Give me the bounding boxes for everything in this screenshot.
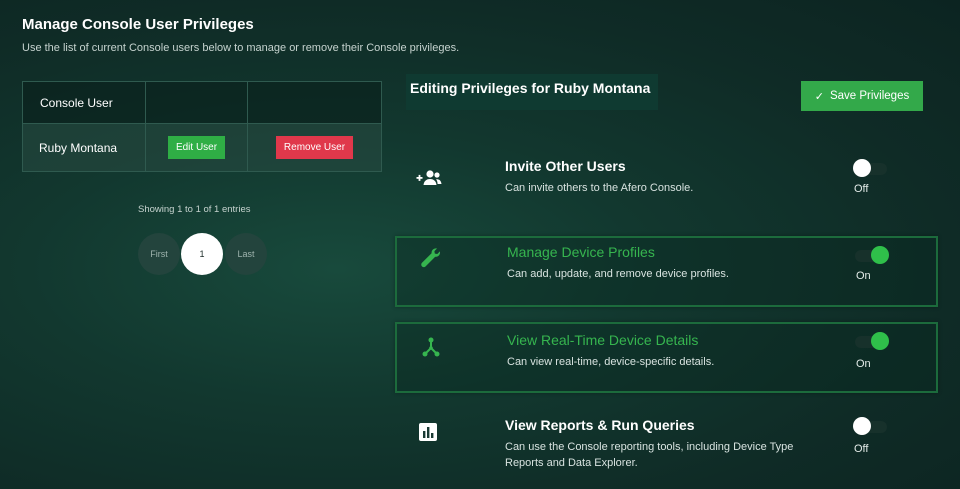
column-header-blank <box>247 81 382 124</box>
privilege-description: Can view real-time, device-specific deta… <box>507 356 715 368</box>
edit-cell: Edit User <box>145 123 248 172</box>
report-chart-icon <box>415 421 443 445</box>
privilege-title: Manage Device Profiles <box>507 244 655 260</box>
page-subtitle: Use the list of current Console users be… <box>22 42 460 54</box>
editing-heading: Editing Privileges for Ruby Montana <box>406 74 659 110</box>
pagination-info: Showing 1 to 1 of 1 entries <box>138 204 251 215</box>
toggle-knob <box>871 246 889 264</box>
toggle-state-label: On <box>856 358 871 370</box>
privilege-title: View Real-Time Device Details <box>507 332 699 348</box>
remove-user-button[interactable]: Remove User <box>275 136 354 159</box>
privilege-title: Invite Other Users <box>505 158 626 174</box>
toggle-knob <box>853 159 871 177</box>
save-privileges-button[interactable]: ✓ Save Privileges <box>801 81 923 111</box>
toggle-state-label: Off <box>854 183 869 195</box>
invite-users-icon <box>415 166 443 190</box>
toggle-knob <box>871 332 889 350</box>
pagination-first-button[interactable]: First <box>138 233 180 275</box>
privilege-manage-device-profiles: Manage Device Profiles Can add, update, … <box>395 236 938 307</box>
privilege-toggle[interactable] <box>853 417 887 437</box>
toggle-knob <box>853 417 871 435</box>
privilege-toggle[interactable] <box>855 332 889 352</box>
user-name-cell: Ruby Montana <box>22 123 146 172</box>
save-privileges-label: Save Privileges <box>829 90 910 102</box>
table-row[interactable]: Ruby Montana Edit User Remove User <box>22 123 382 172</box>
privilege-title: View Reports & Run Queries <box>505 417 695 433</box>
page-title: Manage Console User Privileges <box>22 16 254 33</box>
pagination-last-button[interactable]: Last <box>225 233 267 275</box>
privilege-view-realtime-details: View Real-Time Device Details Can view r… <box>395 322 938 393</box>
toggle-state-label: Off <box>854 443 869 455</box>
hub-icon <box>417 336 445 360</box>
check-icon: ✓ <box>814 90 824 103</box>
column-header-console-user[interactable]: Console User <box>22 81 146 124</box>
pagination-page-button[interactable]: 1 <box>181 233 223 275</box>
privilege-description: Can add, update, and remove device profi… <box>507 268 729 280</box>
toggle-state-label: On <box>856 270 871 282</box>
remove-cell: Remove User <box>247 123 382 172</box>
privilege-invite-users: Invite Other Users Can invite others to … <box>395 156 938 227</box>
privilege-description: Can use the Console reporting tools, inc… <box>505 441 794 469</box>
wrench-icon <box>417 246 445 270</box>
edit-user-button[interactable]: Edit User <box>167 136 226 159</box>
privilege-view-reports: View Reports & Run Queries Can use the C… <box>395 415 938 486</box>
table-header-row: Console User <box>22 81 382 124</box>
privilege-description: Can invite others to the Afero Console. <box>505 182 694 194</box>
column-header-blank <box>145 81 248 124</box>
privilege-toggle[interactable] <box>853 159 887 179</box>
console-users-table: Console User Ruby Montana Edit User Remo… <box>22 81 382 172</box>
privilege-toggle[interactable] <box>855 246 889 266</box>
